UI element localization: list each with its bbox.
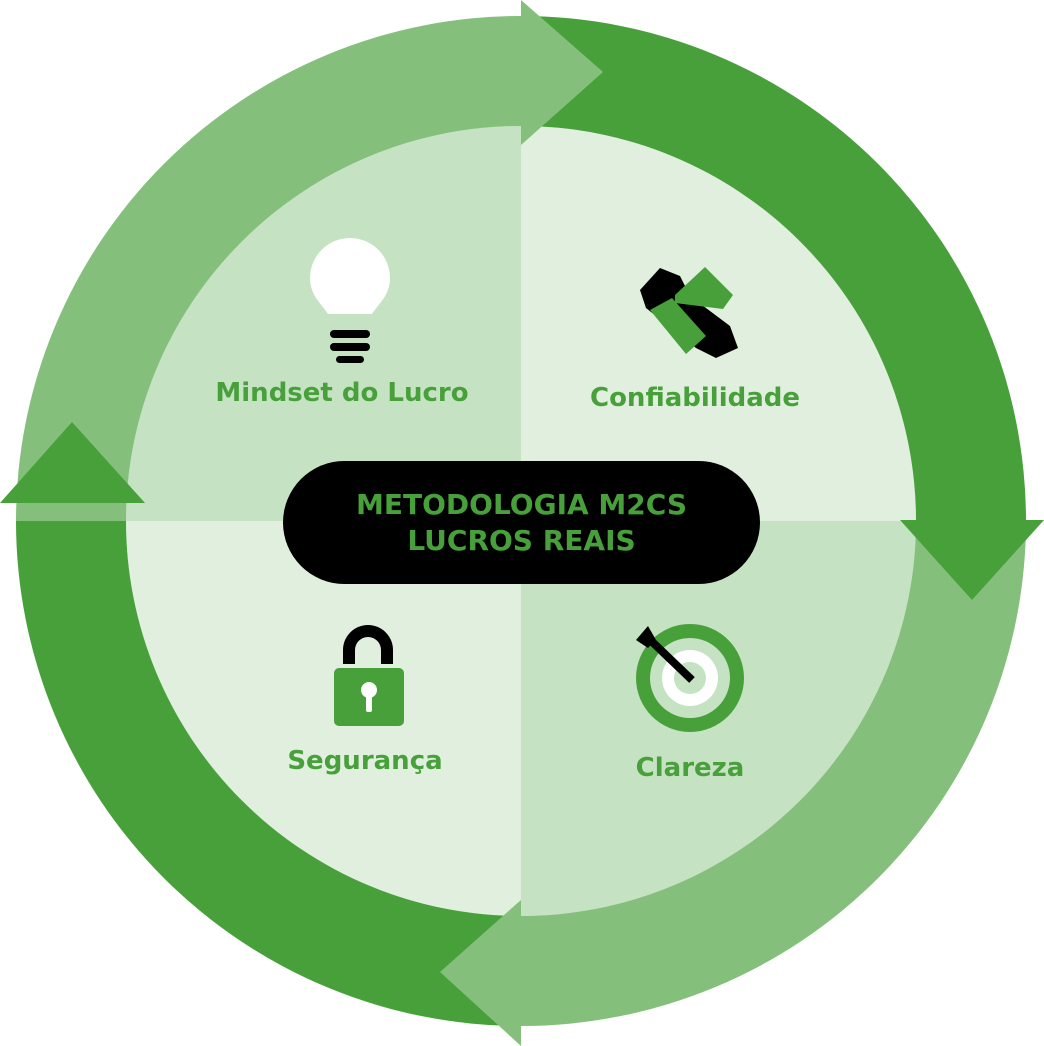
arrow-arc-bottom-left — [16, 521, 521, 1026]
lightbulb-icon — [310, 238, 390, 363]
target-icon — [636, 624, 744, 732]
padlock-icon — [334, 625, 404, 726]
center-title-line2: LUCROS REAIS — [407, 523, 636, 557]
arrowhead-top — [521, 0, 603, 145]
quadrant-mindset — [126, 126, 521, 521]
quadrant-label-mindset: Mindset do Lucro — [215, 378, 469, 408]
quadrant-label-clareza: Clareza — [635, 753, 745, 783]
quadrant-label-confiabilidade: Confiabilidade — [589, 383, 801, 413]
arrowhead-right — [900, 520, 1044, 600]
quadrant-seguranca — [126, 521, 521, 916]
arrow-arc-top-left — [16, 16, 521, 521]
center-title-line1: METODOLOGIA M2CS — [356, 487, 687, 521]
center-title-pill: METODOLOGIA M2CS LUCROS REAIS — [283, 461, 760, 584]
arrowhead-bottom — [440, 900, 521, 1046]
arrow-arc-top-right — [521, 16, 1026, 521]
quadrant-label-seguranca: Segurança — [287, 746, 443, 776]
arrowhead-left — [0, 422, 145, 503]
arrow-arc-bottom-right — [521, 521, 1026, 1026]
handshake-icon — [640, 267, 738, 358]
